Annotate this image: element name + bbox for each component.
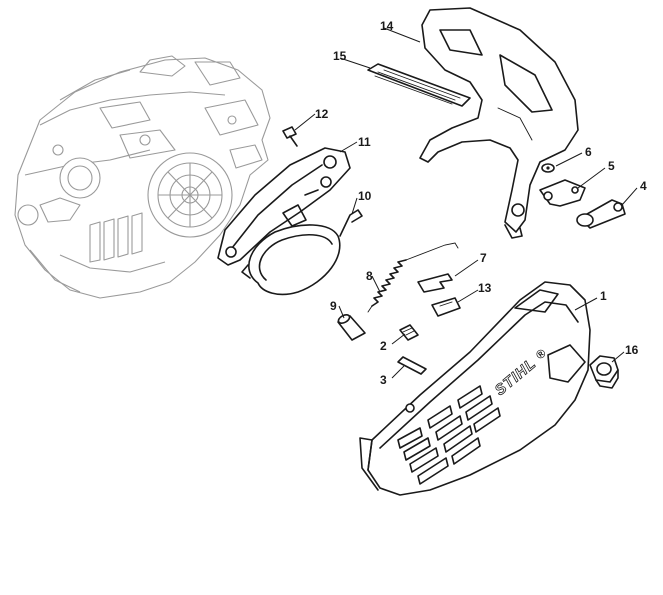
callout-7: 7 [480,251,487,265]
leader-lines [294,27,638,379]
label-part [367,63,471,107]
nut-part [589,355,619,389]
callout-14: 14 [380,19,394,33]
callout-1: 1 [600,289,607,303]
spring-pin [399,324,419,341]
callout-13: 13 [478,281,492,295]
callout-11: 11 [358,135,371,149]
washer-part [541,163,555,173]
screw-part [282,126,298,147]
linkage-part [576,199,626,229]
pawl-part [431,297,461,317]
brake-band [241,209,363,296]
callout-12: 12 [315,107,329,121]
callout-10: 10 [358,189,372,203]
spring-part [367,242,459,313]
engine-housing-illustration [14,55,271,299]
callout-8: 8 [366,269,373,283]
callout-5: 5 [608,159,615,173]
callout-4: 4 [640,179,647,193]
callout-15: 15 [333,49,347,63]
callout-9: 9 [330,299,337,313]
side-plate [217,147,351,266]
lever-part [539,179,586,207]
sleeve-part [337,314,366,341]
pin-part [397,356,427,375]
clip-part [417,273,453,293]
hand-guard [419,7,579,239]
callout-16: 16 [625,343,639,357]
callouts: 1 2 3 4 5 6 7 8 9 10 11 12 13 14 15 16 [315,19,647,387]
sprocket-cover: STIHL ® [359,281,591,496]
callout-2: 2 [380,339,387,353]
callout-6: 6 [585,145,592,159]
callout-3: 3 [380,373,387,387]
